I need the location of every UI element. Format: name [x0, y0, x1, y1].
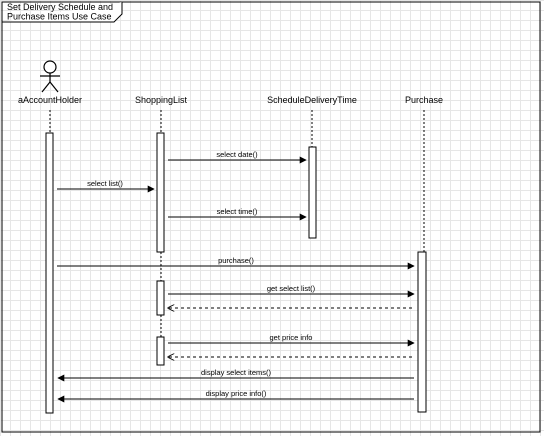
message-label-display-select-items: display select items() — [201, 368, 272, 377]
lifeline-label-purchase: Purchase — [405, 95, 443, 105]
frame-title-line1: Set Delivery Schedule and — [7, 2, 113, 12]
activation-shopping-list-1 — [156, 132, 165, 253]
activation-schedule-delivery-time — [308, 146, 317, 239]
actor-icon — [40, 60, 60, 93]
activation-shopping-list-3 — [156, 336, 165, 366]
message-label-select-list: select list() — [87, 179, 123, 188]
activation-shopping-list-2 — [156, 280, 165, 316]
activation-account — [45, 132, 54, 414]
frame-title-line2: Purchase Items Use Case — [7, 12, 112, 22]
lifeline-label-schedule-delivery-time: ScheduleDeliveryTime — [267, 95, 357, 105]
lifeline-label-shopping-list: ShoppingList — [135, 95, 188, 105]
frame-title-tab — [2, 2, 123, 23]
message-label-get-select-list: get select list() — [267, 284, 316, 293]
message-label-get-price-info: get price info — [270, 333, 313, 342]
message-label-display-price-info: display price info() — [206, 389, 267, 398]
activation-purchase — [417, 251, 427, 413]
lifeline-label-account: aAccountHolder — [18, 95, 82, 105]
message-label-select-date: select date() — [216, 150, 258, 159]
message-label-purchase: purchase() — [218, 256, 254, 265]
message-label-select-time: select time() — [217, 207, 258, 216]
